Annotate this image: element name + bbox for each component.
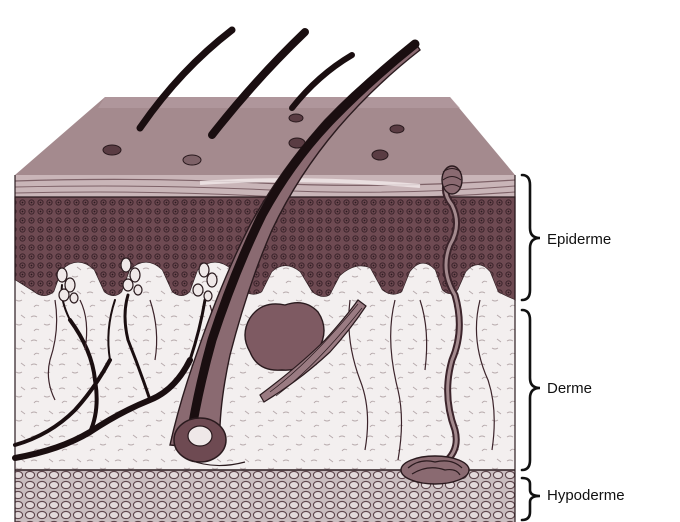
bracket-derme xyxy=(522,310,540,470)
label-derme: Derme xyxy=(547,380,592,398)
pore xyxy=(372,150,388,160)
pore xyxy=(103,145,121,155)
pore xyxy=(183,155,201,165)
label-epiderme: Epiderme xyxy=(547,231,611,249)
bracket-epiderme xyxy=(522,175,540,300)
pore xyxy=(390,125,404,133)
pore xyxy=(289,114,303,122)
brackets xyxy=(522,175,540,520)
bracket-hypoderme xyxy=(522,478,540,520)
skin-surface xyxy=(15,97,515,175)
label-hypoderme: Hypoderme xyxy=(547,487,625,505)
